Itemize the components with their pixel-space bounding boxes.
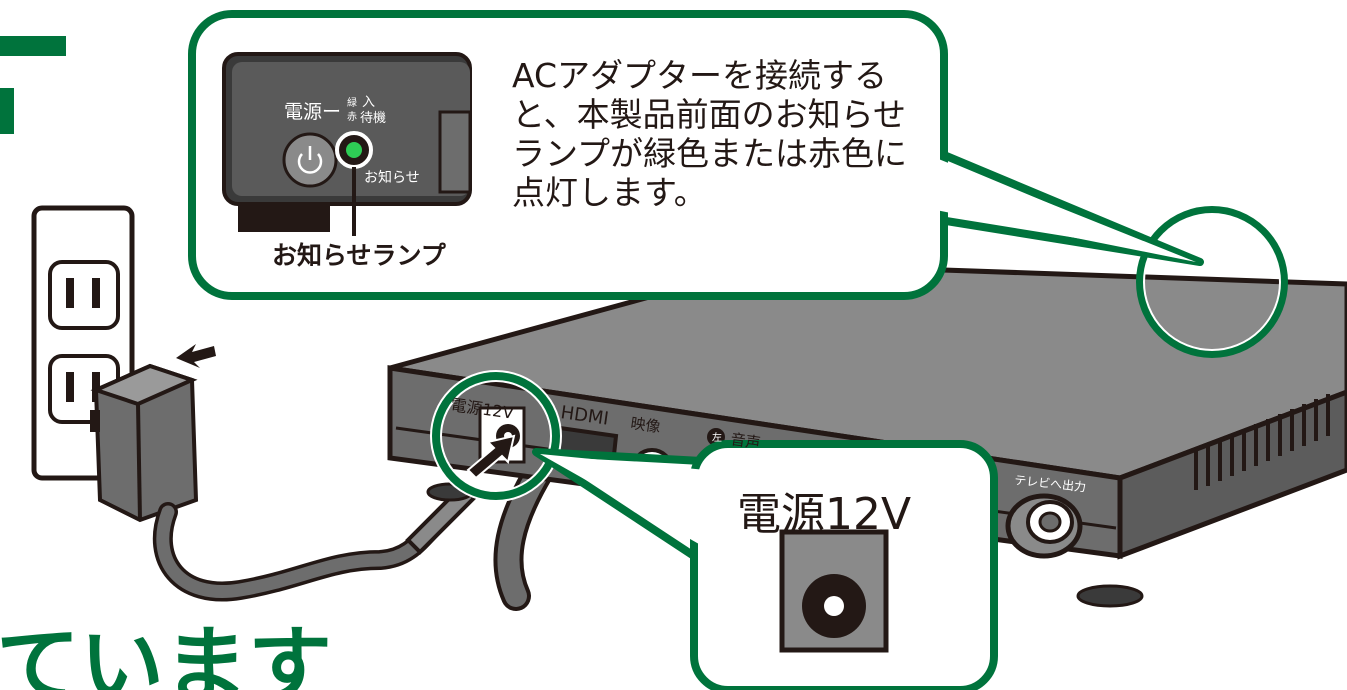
rear-video-label: 映像 bbox=[629, 414, 661, 436]
rear-audio-mark: 左 bbox=[712, 431, 722, 444]
power-port-highlight-circle bbox=[432, 372, 560, 500]
rear-audio-label: 音声 bbox=[729, 430, 761, 452]
heading-fragment-bar bbox=[0, 36, 66, 56]
front-mode-mark-2: 赤 bbox=[347, 111, 357, 123]
front-panel-closeup bbox=[222, 52, 472, 236]
front-notice-label: お知らせ bbox=[364, 169, 420, 186]
callout-text: ACアダプターを接続する と、本製品前面のお知らせ ランプが緑色または赤色に 点… bbox=[512, 56, 908, 212]
insert-arrow-icon bbox=[176, 344, 216, 368]
wall-outlet-icon bbox=[31, 205, 135, 481]
power-zoom-label: 電源12V bbox=[737, 489, 912, 540]
ac-adapter-icon bbox=[90, 363, 199, 523]
bottom-heading: ています bbox=[0, 617, 333, 690]
notice-lamp-label: お知らせランプ bbox=[272, 241, 446, 270]
lamp-highlight-circle bbox=[1136, 206, 1288, 358]
front-mode-mark-1: 緑 bbox=[347, 96, 357, 109]
tv-out-connector bbox=[1005, 493, 1083, 559]
front-power-label: 電源ー bbox=[284, 101, 341, 123]
port-insert-arrow-icon bbox=[466, 434, 516, 480]
power-icon bbox=[297, 146, 323, 174]
front-mode-on: 入 bbox=[362, 95, 375, 110]
heading-fragment-stroke bbox=[0, 88, 14, 134]
front-mode-standby: 待機 bbox=[360, 111, 386, 126]
